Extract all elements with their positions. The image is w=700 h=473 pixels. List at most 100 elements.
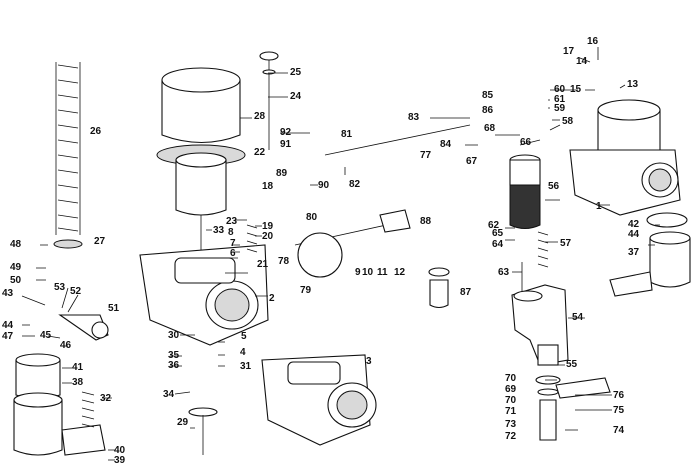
callout-29: 29 xyxy=(177,417,189,428)
callout-44: 44 xyxy=(2,320,14,331)
callout-90: 90 xyxy=(318,180,330,191)
callout-84: 84 xyxy=(440,139,452,150)
callout-73: 73 xyxy=(505,419,517,430)
callout-40: 40 xyxy=(114,445,126,456)
carburettor-body-front xyxy=(139,244,269,346)
callout-21: 21 xyxy=(257,259,269,270)
callout-6: 6 xyxy=(230,248,236,259)
callout-71: 71 xyxy=(505,406,517,417)
callout-61: 61 xyxy=(554,94,566,105)
callout-36: 36 xyxy=(168,360,180,371)
callout-38: 38 xyxy=(72,377,84,388)
callout-87: 87 xyxy=(460,287,472,298)
damper xyxy=(259,51,279,150)
callout-79: 79 xyxy=(300,285,312,296)
callout-11: 11 xyxy=(377,267,388,278)
callout-37: 37 xyxy=(628,247,640,258)
callout-91: 91 xyxy=(280,139,292,150)
callout-45: 45 xyxy=(40,330,52,341)
callout-46: 46 xyxy=(60,340,72,351)
jet-housing xyxy=(511,262,569,366)
spring-32 xyxy=(81,391,95,428)
callout-83: 83 xyxy=(408,112,420,123)
callout-77: 77 xyxy=(420,150,432,161)
callout-12: 12 xyxy=(394,267,406,278)
callout-82: 82 xyxy=(349,179,361,190)
callout-5: 5 xyxy=(241,331,247,342)
callout-10: 10 xyxy=(362,267,374,278)
callout-51: 51 xyxy=(108,303,120,314)
callout-26: 26 xyxy=(90,126,102,137)
callout-43: 43 xyxy=(2,288,14,299)
spring-19 xyxy=(246,224,258,253)
callout-32: 32 xyxy=(100,393,112,404)
callout-7: 7 xyxy=(230,238,236,249)
callout-59: 59 xyxy=(554,103,566,114)
callout-55: 55 xyxy=(566,359,578,370)
callout-23: 23 xyxy=(226,216,238,227)
callout-81: 81 xyxy=(341,129,353,140)
callout-35: 35 xyxy=(168,350,180,361)
callout-49: 49 xyxy=(10,262,22,273)
callout-76: 76 xyxy=(613,390,625,401)
callout-56: 56 xyxy=(548,181,560,192)
suction-chamber xyxy=(156,67,246,250)
callout-65: 65 xyxy=(492,228,504,239)
callout-52: 52 xyxy=(70,286,82,297)
callout-2: 2 xyxy=(269,293,275,304)
small-piston xyxy=(428,267,450,309)
callout-89: 89 xyxy=(276,168,288,179)
callout-41: 41 xyxy=(72,362,84,373)
callout-18: 18 xyxy=(262,181,274,192)
callout-66: 66 xyxy=(520,137,532,148)
carburettor-assembly xyxy=(569,99,681,216)
callout-33: 33 xyxy=(213,225,225,236)
callout-8: 8 xyxy=(228,227,234,238)
callout-44-right: 44 xyxy=(628,229,640,240)
callout-88: 88 xyxy=(420,216,432,227)
callout-42: 42 xyxy=(628,219,640,230)
float-chamber-left xyxy=(13,353,106,456)
callout-19: 19 xyxy=(262,221,274,232)
callout-64: 64 xyxy=(492,239,504,250)
callout-47: 47 xyxy=(2,331,14,342)
callout-20: 20 xyxy=(262,231,274,242)
callout-25: 25 xyxy=(290,67,302,78)
callout-67: 67 xyxy=(466,156,478,167)
callout-63: 63 xyxy=(498,267,510,278)
callout-24: 24 xyxy=(290,91,302,102)
valve-29 xyxy=(188,407,218,455)
callout-50: 50 xyxy=(10,275,22,286)
callout-85: 85 xyxy=(482,90,494,101)
callout-92: 92 xyxy=(280,127,292,138)
callout-53: 53 xyxy=(54,282,66,293)
callout-68: 68 xyxy=(484,123,496,134)
callout-75: 75 xyxy=(613,405,625,416)
callout-62: 62 xyxy=(488,220,500,231)
throttle-spindles xyxy=(294,124,471,278)
carburettor-body-rear xyxy=(261,354,377,446)
callout-22: 22 xyxy=(254,147,266,158)
float xyxy=(509,154,541,229)
spring-57 xyxy=(537,231,549,268)
callout-78: 78 xyxy=(278,256,290,267)
callout-1: 1 xyxy=(596,201,602,212)
callout-58: 58 xyxy=(562,116,574,127)
callout-48: 48 xyxy=(10,239,22,250)
callout-15: 15 xyxy=(570,84,582,95)
leader-lines xyxy=(21,47,660,461)
callout-70-lower: 70 xyxy=(505,395,517,406)
callout-16: 16 xyxy=(587,36,599,47)
callout-34: 34 xyxy=(163,389,175,400)
callout-86: 86 xyxy=(482,105,494,116)
callout-30: 30 xyxy=(168,330,180,341)
callout-57: 57 xyxy=(560,238,572,249)
banjo-51 xyxy=(58,314,109,341)
callout-74: 74 xyxy=(613,425,625,436)
callout-72: 72 xyxy=(505,431,517,442)
callout-70: 70 xyxy=(505,373,517,384)
callout-39: 39 xyxy=(114,455,126,466)
callout-80: 80 xyxy=(306,212,318,223)
